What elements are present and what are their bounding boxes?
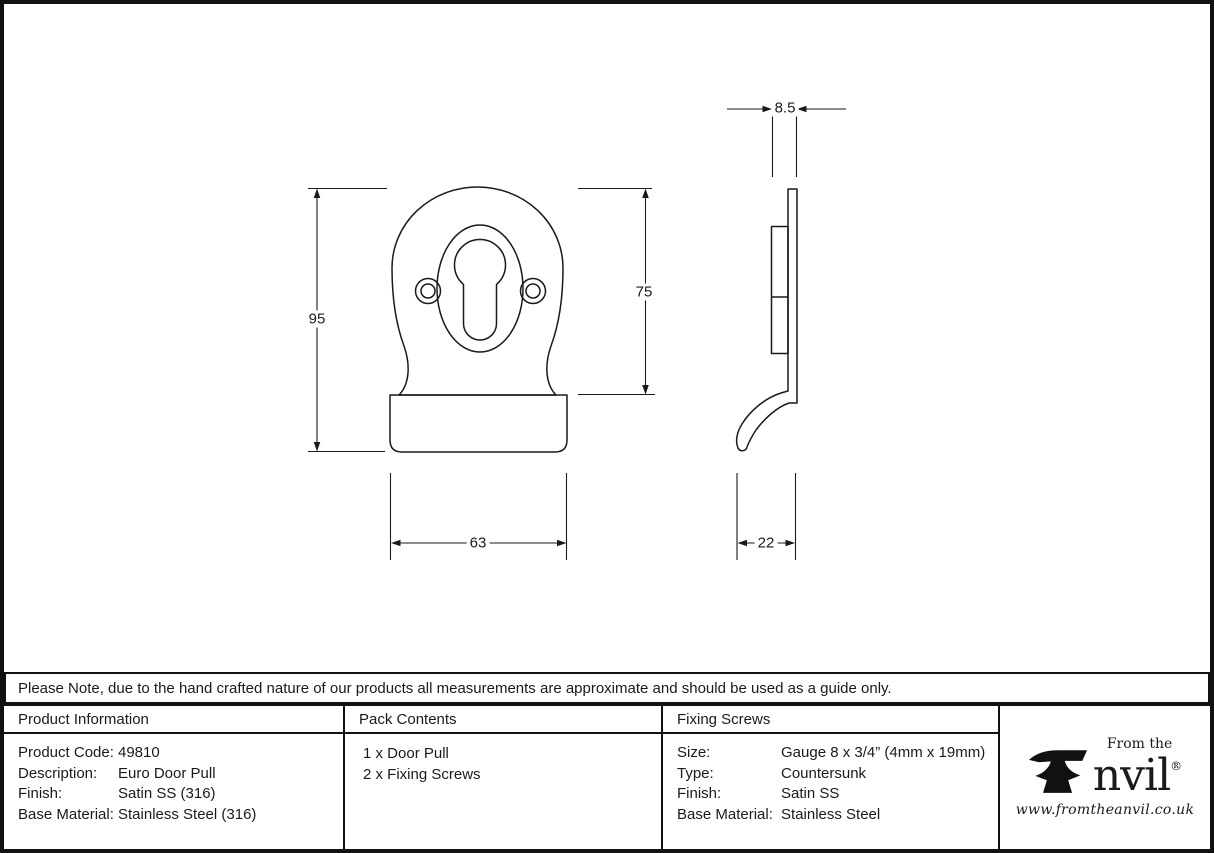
fixing-screws-column: Fixing Screws Size: Gauge 8 x 3/4” (4mm … xyxy=(663,706,998,849)
brand-wordmark: From the nvil® xyxy=(1093,736,1182,798)
row-value: Countersunk xyxy=(781,764,867,782)
table-row: Size: Gauge 8 x 3/4” (4mm x 19mm) xyxy=(677,743,998,764)
table-row: Base Material: Stainless Steel xyxy=(677,805,998,826)
pack-item: 2 x Fixing Screws xyxy=(363,766,481,783)
pack-contents-header: Pack Contents xyxy=(345,706,661,734)
dim-8_5-lines xyxy=(727,100,846,177)
screw-hole-left xyxy=(414,277,442,305)
row-label: Finish: xyxy=(18,785,63,802)
pack-contents-body: 1 x Door Pull 2 x Fixing Screws xyxy=(345,734,661,785)
side-view xyxy=(735,188,798,452)
brand-logo-cell: From the nvil® www.fromtheanvil.co.uk xyxy=(998,706,1210,849)
brand-name: nvil® xyxy=(1092,750,1183,801)
product-information-column: Product Information Product Code: 49810 … xyxy=(4,706,345,849)
technical-drawing xyxy=(308,100,846,560)
row-value: Stainless Steel (316) xyxy=(118,805,257,823)
screw-hole-left-inner xyxy=(420,283,436,299)
measurement-note-text: Please Note, due to the hand crafted nat… xyxy=(18,679,892,697)
row-label: Size: xyxy=(677,744,711,761)
table-row: Finish: Satin SS xyxy=(677,784,998,805)
row-label: Description: xyxy=(18,764,98,782)
table-row: Type: Countersunk xyxy=(677,764,998,785)
specification-table: Product Information Product Code: 49810 … xyxy=(4,704,1210,849)
product-information-body: Product Code: 49810 Description: Euro Do… xyxy=(4,734,343,825)
front-view xyxy=(389,186,568,453)
row-value: Satin SS (316) xyxy=(118,785,216,802)
dimension-label-overall-height: 95 xyxy=(305,310,329,328)
brand-prefix: From the xyxy=(1106,736,1173,752)
dimension-label-depth: 22 xyxy=(754,534,778,552)
row-value: 49810 xyxy=(118,744,160,761)
dimension-arrows xyxy=(313,105,807,547)
escutcheon-outline xyxy=(436,224,524,353)
dimension-label-plate-height: 75 xyxy=(632,283,656,301)
row-label: Base Material: xyxy=(677,805,773,823)
row-label: Base Material: xyxy=(18,805,114,823)
dimension-lines xyxy=(308,100,846,560)
fixing-screws-header: Fixing Screws xyxy=(663,706,998,734)
pack-contents-column: Pack Contents 1 x Door Pull 2 x Fixing S… xyxy=(345,706,663,849)
fixing-screws-body: Size: Gauge 8 x 3/4” (4mm x 19mm) Type: … xyxy=(663,734,998,825)
euro-keyhole xyxy=(453,238,507,341)
row-value: Satin SS xyxy=(781,785,840,802)
table-row: Finish: Satin SS (316) xyxy=(18,784,343,805)
table-row: Product Code: 49810 xyxy=(18,743,343,764)
dimension-label-thickness: 8.5 xyxy=(771,99,799,117)
row-value: Stainless Steel xyxy=(781,805,881,823)
table-row: Base Material: Stainless Steel (316) xyxy=(18,805,343,826)
dimension-label-width: 63 xyxy=(466,534,490,552)
front-outline xyxy=(391,186,564,396)
screw-hole-right xyxy=(519,277,547,305)
row-label: Product Code: xyxy=(18,744,114,761)
anvil-logo-icon xyxy=(1028,750,1087,793)
side-boss xyxy=(770,225,789,355)
pack-item: 1 x Door Pull xyxy=(363,745,449,762)
front-base xyxy=(389,394,568,453)
screw-hole-right-inner xyxy=(525,283,541,299)
product-information-header: Product Information xyxy=(4,706,343,734)
row-value: Gauge 8 x 3/4” (4mm x 19mm) xyxy=(781,744,986,761)
row-label: Type: xyxy=(677,764,714,782)
brand-url: www.fromtheanvil.co.uk xyxy=(1015,802,1195,818)
registered-mark: ® xyxy=(1170,759,1183,773)
row-label: Finish: xyxy=(677,785,722,802)
brand-logo: From the nvil® xyxy=(1028,736,1182,798)
side-profile xyxy=(735,188,798,452)
table-row: Description: Euro Door Pull xyxy=(18,764,343,785)
row-value: Euro Door Pull xyxy=(118,764,216,782)
measurement-note-bar: Please Note, due to the hand crafted nat… xyxy=(4,672,1210,704)
